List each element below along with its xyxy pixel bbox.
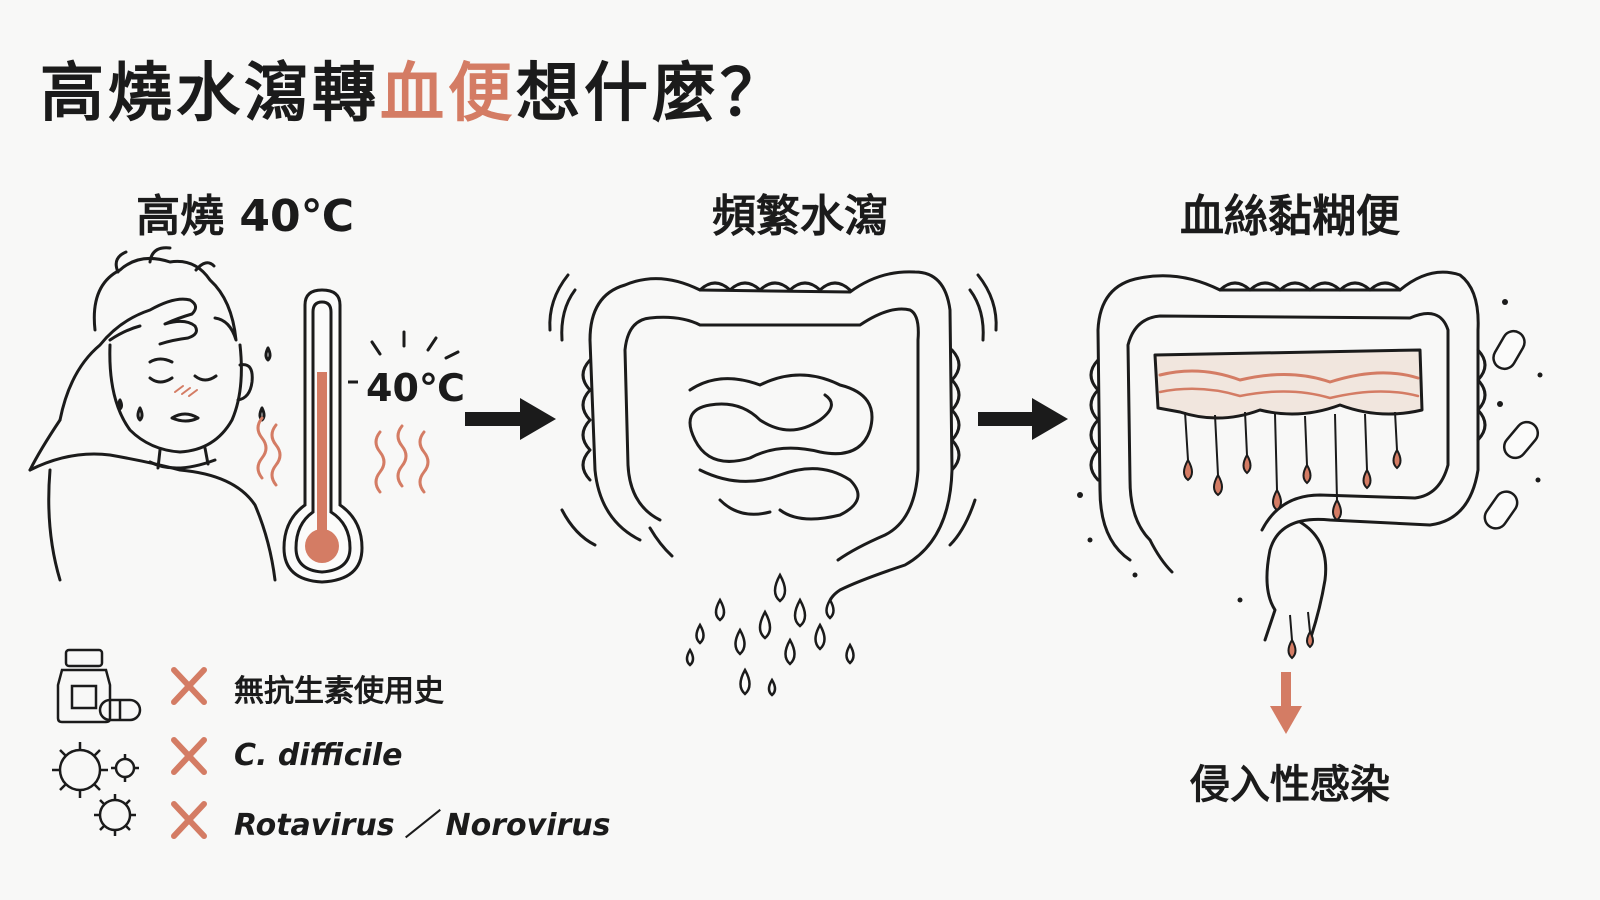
bacteria-icon	[1483, 329, 1540, 530]
exclusion-label: 無抗生素使用史	[234, 674, 444, 709]
arrow-right-icon	[465, 398, 556, 440]
exclusion-c-difficile: C. difficile	[234, 738, 402, 773]
exclusion-rotavirus-norovirus: Rotavirus ／ Norovirus	[234, 800, 611, 844]
thermometer-icon	[282, 288, 364, 584]
title-highlight: 血便	[380, 57, 516, 131]
heat-waves-icon	[374, 424, 430, 494]
cross-mark-icon	[171, 737, 207, 775]
water-drops-icon	[685, 572, 855, 697]
feverish-person-illustration	[28, 246, 277, 582]
exclusion-label: C. difficile	[234, 738, 403, 773]
panel-heading-fever: 高燒 40℃	[136, 191, 354, 242]
panel-heading-diarrhea: 頻繁水瀉	[712, 191, 888, 242]
medicine-bottle-pill-icon	[56, 648, 142, 724]
alert-rays-icon	[370, 330, 460, 360]
page-title: 高燒水瀉轉血便想什麼？	[40, 42, 788, 134]
result-invasive-infection: 侵入性感染	[1190, 762, 1390, 808]
thermometer-reading: 40℃	[366, 366, 465, 410]
title-part-3: 想什麼？	[516, 57, 788, 131]
intestine-watery-diarrhea-illustration	[548, 270, 998, 614]
title-part-1: 高燒水瀉轉	[40, 57, 380, 131]
cross-mark-icon	[171, 801, 207, 839]
heat-waves-icon	[256, 416, 282, 487]
exclusion-label: Rotavirus ／ Norovirus	[234, 808, 611, 843]
panel-heading-bloody-stool: 血絲黏糊便	[1180, 191, 1400, 242]
intestine-bloody-stool-illustration	[1089, 270, 1487, 642]
exclusion-antibiotics: 無抗生素使用史	[234, 666, 444, 710]
debris-dots-icon	[1077, 299, 1543, 603]
virus-icon	[52, 742, 139, 836]
cross-mark-icon	[171, 667, 207, 705]
blood-drips-icon	[1183, 411, 1402, 660]
arrow-right-icon	[978, 398, 1068, 440]
arrow-down-icon	[1270, 672, 1302, 734]
